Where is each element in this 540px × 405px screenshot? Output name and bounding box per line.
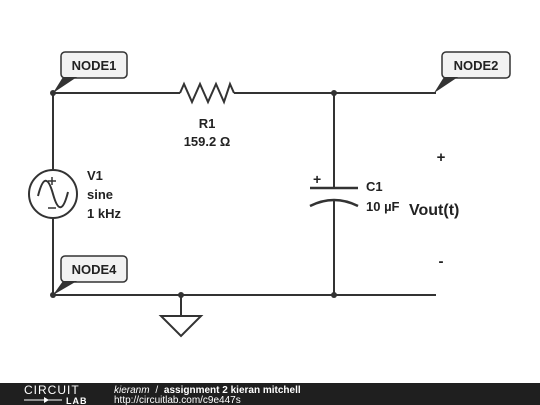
logo-diode-icon [44,397,49,403]
vout-label: Vout(t) [409,202,459,219]
footer-title[interactable]: assignment 2 kieran mitchell [164,385,301,396]
cap-polarity-plus: + [313,171,321,187]
logo-lab: LAB [66,396,88,405]
sine-wave-icon [37,179,69,209]
node-tag-node2[interactable]: NODE2 [434,51,511,93]
node-tag-box [60,255,128,283]
node4-label: NODE4 [72,262,118,277]
voltage-source-v1-symbol[interactable] [28,169,78,219]
node-tag-box [60,51,128,79]
footer-url[interactable]: http://circuitlab.com/c9e447s [114,395,241,405]
cap-plate-bottom [309,198,359,208]
r1-name: R1 [199,116,216,131]
r1-value: 159.2 Ω [184,134,231,149]
node-tag-node4[interactable]: NODE4 [53,255,128,295]
footer-bar: CIRCUIT LAB kieranm / assignment 2 kiera… [0,383,540,405]
v1-frequency: 1 kHz [87,206,121,221]
node2-label: NODE2 [454,58,499,73]
v1-name: V1 [87,168,103,183]
footer-author[interactable]: kieranm [114,385,150,396]
logo-circuit: CIRCUIT [24,383,80,397]
junction-dot [331,292,337,298]
footer-separator: / [155,385,158,396]
capacitor-c1-symbol[interactable] [309,186,359,208]
footer-meta: kieranm / assignment 2 kieran mitchell [114,385,301,396]
node-tag-box [441,51,511,79]
node-tag-pointer [53,281,77,295]
wires [52,92,436,316]
ground-icon [158,315,204,338]
vout-minus: - [439,253,444,270]
v1-type: sine [87,187,113,202]
junction-dot [178,292,184,298]
node-tag-pointer [53,77,77,93]
footer-background [0,383,540,405]
junction-dot [331,90,337,96]
node-tag-node1[interactable]: NODE1 [53,51,128,93]
junctions [50,90,337,298]
resistor-r1-symbol[interactable] [179,81,235,105]
node1-label: NODE1 [72,58,117,73]
node-tag-pointer [434,77,458,93]
c1-value: 10 µF [366,199,400,214]
vout-plus: + [437,149,446,166]
c1-name: C1 [366,179,383,194]
